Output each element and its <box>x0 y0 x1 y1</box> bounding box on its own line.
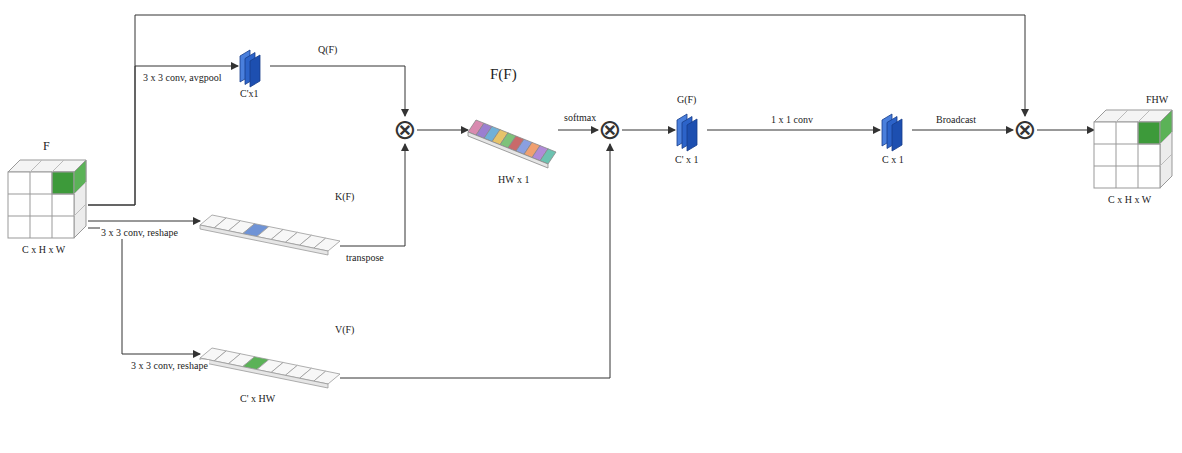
edge-label: softmax <box>563 112 597 124</box>
input-feature-cube: FC x H x W <box>8 160 88 240</box>
query-stack: Q(F)C'x1 <box>238 48 270 84</box>
connector-arrow <box>912 130 1013 131</box>
attention-map-strip-graphic <box>468 90 558 170</box>
tensor-shape: C' x 1 <box>675 154 698 166</box>
edge-label: 1 x 1 conv <box>770 114 814 126</box>
multiply-symbol: ⊗ <box>393 116 416 144</box>
connector-arrow <box>1037 130 1094 131</box>
conv-output-stack: C x 1 <box>880 112 912 148</box>
value-strip: V(F)C' x HW <box>200 318 340 388</box>
query-stack-graphic <box>238 48 270 84</box>
tensor-name: F <box>43 140 50 154</box>
edge-label: 3 x 3 conv, reshape <box>130 360 209 372</box>
edge-label: transpose <box>345 252 385 264</box>
connector-arrow <box>558 130 598 131</box>
connector-arrow <box>88 15 1025 205</box>
tensor-name: Q(F) <box>318 44 337 56</box>
edge-label: Broadcast <box>935 114 977 126</box>
connector-arrow <box>707 130 880 131</box>
key-strip-graphic <box>200 185 340 255</box>
multiply-symbol: ⊗ <box>598 116 621 144</box>
tensor-shape: C'x1 <box>240 88 258 100</box>
connector-arrow <box>417 130 468 131</box>
tensor-name: F(F) <box>490 66 517 83</box>
connector-arrow <box>270 66 405 116</box>
tensor-name: FHW <box>1146 94 1168 106</box>
attention-map-strip: F(F)HW x 1 <box>468 90 558 170</box>
tensor-shape: C x 1 <box>882 154 904 166</box>
edge-label: 3 x 3 conv, avgpool <box>142 72 223 84</box>
conv-output-stack-graphic <box>880 112 912 148</box>
tensor-shape: C' x HW <box>240 393 275 405</box>
output-feature-cube-graphic <box>1094 110 1174 190</box>
tensor-shape: C x H x W <box>1108 194 1151 206</box>
connector-arrow <box>622 130 675 131</box>
key-strip: K(F) <box>200 185 340 255</box>
output-feature-cube: FHWC x H x W <box>1094 110 1174 190</box>
connector-arrow <box>88 221 200 222</box>
connector-arrow <box>340 144 610 378</box>
tensor-shape: HW x 1 <box>498 174 529 186</box>
context-stack: G(F)C' x 1 <box>675 112 707 148</box>
tensor-name: G(F) <box>677 94 696 106</box>
tensor-name: K(F) <box>335 191 354 203</box>
value-strip-graphic <box>200 318 340 388</box>
multiply-op: ⊗ <box>598 116 622 144</box>
multiply-op: ⊗ <box>393 116 417 144</box>
connector-arrow <box>88 228 200 354</box>
multiply-symbol: ⊗ <box>1013 116 1036 144</box>
context-stack-graphic <box>675 112 707 148</box>
connector-arrow <box>88 66 238 205</box>
edge-label: 3 x 3 conv, reshape <box>100 227 179 239</box>
input-feature-cube-graphic <box>8 160 88 240</box>
multiply-op: ⊗ <box>1013 116 1037 144</box>
tensor-shape: C x H x W <box>22 244 65 256</box>
tensor-name: V(F) <box>335 324 354 336</box>
